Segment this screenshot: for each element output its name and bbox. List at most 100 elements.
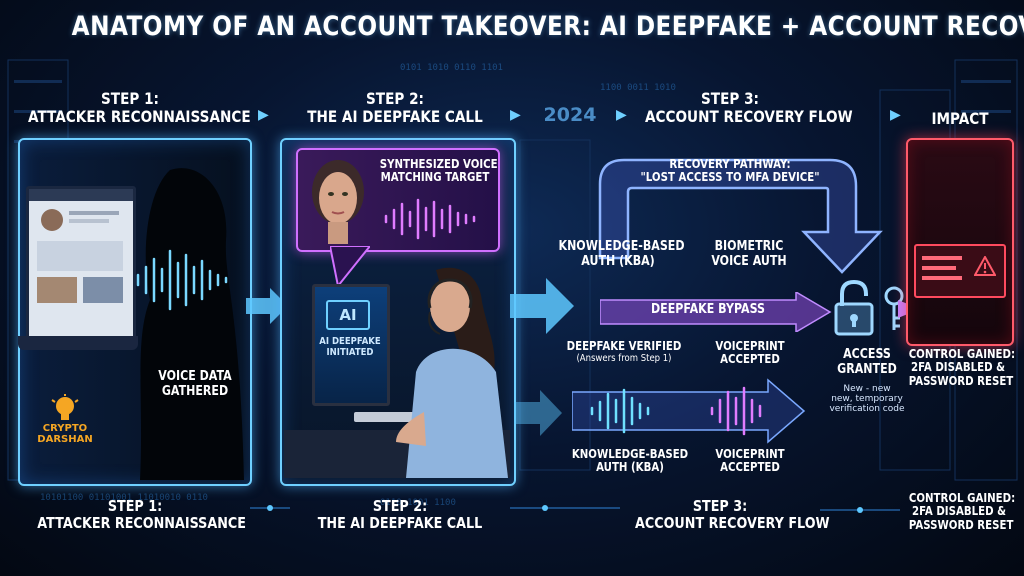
deepfake-bypass-label: DEEPFAKE BYPASS (650, 302, 766, 317)
impact-header: IMPACT (931, 109, 989, 128)
pathway-line1: RECOVERY PATHWAY: (669, 157, 791, 171)
step2-header-line2: THE AI DEEPFAKE CALL (307, 106, 483, 126)
svg-text:0110 1001 1100: 0110 1001 1100 (380, 498, 456, 508)
bubble-line1: SYNTHESIZED VOICE (379, 157, 498, 171)
year-label: 2024 (543, 104, 597, 126)
step1-header-line2: ATTACKER RECONNAISSANCE (28, 106, 251, 126)
kba-label: KNOWLEDGE-BASED AUTH (KBA) (558, 239, 685, 269)
impact-alert-screen (914, 244, 1006, 298)
impact-line3: PASSWORD RESET (908, 373, 1014, 388)
deepfake-face-portrait (312, 160, 364, 244)
step3-header: STEP 3: ACCOUNT RECOVERY FLOW (645, 89, 853, 126)
monitor-text: AI DEEPFAKE INITIATED (318, 336, 383, 358)
access-note: New - new new, temporary verification co… (812, 384, 922, 414)
bio-line2: VOICE AUTH (711, 253, 787, 269)
monitor-ai-label: AI (339, 306, 357, 324)
access-line1: ACCESS (843, 347, 891, 362)
arrow-right-icon (246, 288, 288, 324)
voiceprint-accepted-label: VOICEPRINT ACCEPTED (708, 339, 793, 367)
monitor-line1: AI DEEPFAKE (319, 336, 381, 347)
unlock-icon (834, 280, 874, 336)
kba-line1: KNOWLEDGE-BASED (558, 239, 685, 254)
kba2-line1: KNOWLEDGE-BASED (571, 447, 689, 461)
page-title: ANATOMY OF AN ACCOUNT TAKEOVER: AI DEEPF… (71, 11, 1024, 42)
step1-header: STEP 1: ATTACKER RECONNAISSANCE (28, 89, 251, 126)
voiceprint-line1: VOICEPRINT (715, 339, 785, 353)
call-monitor (312, 284, 390, 406)
deepfake-verified-label: DEEPFAKE VERIFIED (Answers from Step 1) (565, 339, 684, 365)
key-icon (884, 286, 904, 330)
footer-impact-line1: CONTROL GAINED: (908, 491, 1016, 505)
footer-step1-line1: STEP 1: (107, 497, 163, 515)
bubble-tail (330, 246, 370, 289)
lightbulb-logo-icon (51, 394, 79, 420)
arrow-right-icon: ▶ (510, 107, 521, 123)
footer-step2: STEP 2: THE AI DEEPFAKE CALL (307, 498, 494, 532)
laptop-illustration (26, 186, 136, 340)
access-note-line2: new, temporary (831, 394, 903, 405)
kba-line2: AUTH (KBA) (581, 253, 655, 269)
step1-header-line1: STEP 1: (101, 89, 159, 108)
voiceprint2-label: VOICEPRINT ACCEPTED (708, 447, 793, 475)
laptop-base (18, 336, 138, 350)
soundwave-icon (136, 249, 228, 311)
operator-woman-with-headset (396, 267, 508, 478)
arrow-right-icon (510, 278, 574, 334)
voiceprint-line2: ACCEPTED (720, 352, 780, 367)
step1-caption-line1: VOICE DATA (158, 369, 232, 384)
footer-impact: CONTROL GAINED: 2FA DISABLED & PASSWORD … (908, 491, 1016, 532)
recovery-loop-arrow (598, 158, 883, 274)
biometric-label: BIOMETRIC VOICE AUTH (702, 239, 796, 269)
bio-line1: BIOMETRIC (714, 239, 784, 254)
pathway-line2: "LOST ACCESS TO MFA DEVICE" (640, 170, 820, 185)
verified-line1: DEEPFAKE VERIFIED (566, 339, 682, 353)
footer-step2-line1: STEP 2: (372, 497, 428, 515)
soundwave-arrow (572, 378, 806, 444)
logo-text: CRYPTO DARSHAN (28, 423, 102, 445)
impact-text: CONTROL GAINED: 2FA DISABLED & PASSWORD … (908, 347, 1016, 388)
arrow-right-icon: ▶ (616, 107, 627, 123)
arrow-right-icon: ▶ (890, 107, 901, 123)
arrow-right-icon: ▶ (258, 107, 269, 123)
step3-header-line2: ACCOUNT RECOVERY FLOW (645, 106, 853, 126)
footer-step3-line1: STEP 3: (692, 497, 748, 515)
logo-line2: DARSHAN (37, 434, 93, 446)
access-line2: GRANTED (837, 361, 897, 377)
access-note-line1: New - new (843, 384, 891, 394)
step2-header: STEP 2: THE AI DEEPFAKE CALL (302, 90, 489, 126)
footer-step2-line2: THE AI DEEPFAKE CALL (317, 513, 483, 532)
monitor-line2: INITIATED (326, 347, 374, 359)
access-granted-label: ACCESS GRANTED (829, 347, 906, 377)
impact-line1: CONTROL GAINED: (908, 347, 1016, 361)
avatar (41, 209, 63, 231)
kba2-label: KNOWLEDGE-BASED AUTH (KBA) (571, 447, 690, 475)
footer-step3-line2: ACCOUNT RECOVERY FLOW (635, 513, 830, 532)
step1-caption-line2: GATHERED (161, 383, 229, 399)
recovery-pathway-label: RECOVERY PATHWAY: "LOST ACCESS TO MFA DE… (620, 157, 841, 185)
step3-header-line1: STEP 3: (701, 89, 759, 108)
impact-panel (906, 138, 1014, 346)
voiceprint2-line1: VOICEPRINT (715, 447, 785, 461)
footer-impact-line3: PASSWORD RESET (908, 517, 1014, 532)
arrow-right-icon (514, 390, 562, 436)
ai-chip-icon: AI (326, 300, 370, 330)
impact-line2: 2FA DISABLED & (910, 360, 1006, 375)
footer-step3: STEP 3: ACCOUNT RECOVERY FLOW (635, 497, 830, 532)
soundwave-icon (384, 198, 476, 240)
voiceprint2-line2: ACCEPTED (720, 460, 780, 475)
kba2-line2: AUTH (KBA) (596, 460, 664, 475)
logo-line1: CRYPTO (42, 423, 88, 434)
svg-text:10101100 01101001 11010010 011: 10101100 01101001 11010010 0110 (40, 493, 208, 503)
bubble-text: SYNTHESIZED VOICE MATCHING TARGET (379, 157, 498, 185)
footer-step1: STEP 1: ATTACKER RECONNAISSANCE (37, 497, 246, 532)
svg-text:0101 1010 0110 1101: 0101 1010 0110 1101 (400, 63, 503, 73)
footer-impact-line2: 2FA DISABLED & (911, 504, 1007, 519)
hooded-attacker-silhouette (140, 168, 244, 480)
verified-line2: (Answers from Step 1) (576, 353, 672, 365)
warning-icon (974, 256, 996, 276)
keyboard (354, 412, 414, 422)
deepfake-bypass-arrow (600, 292, 832, 332)
step1-caption: VOICE DATA GATHERED (157, 369, 234, 399)
step2-header-line1: STEP 2: (366, 89, 424, 108)
